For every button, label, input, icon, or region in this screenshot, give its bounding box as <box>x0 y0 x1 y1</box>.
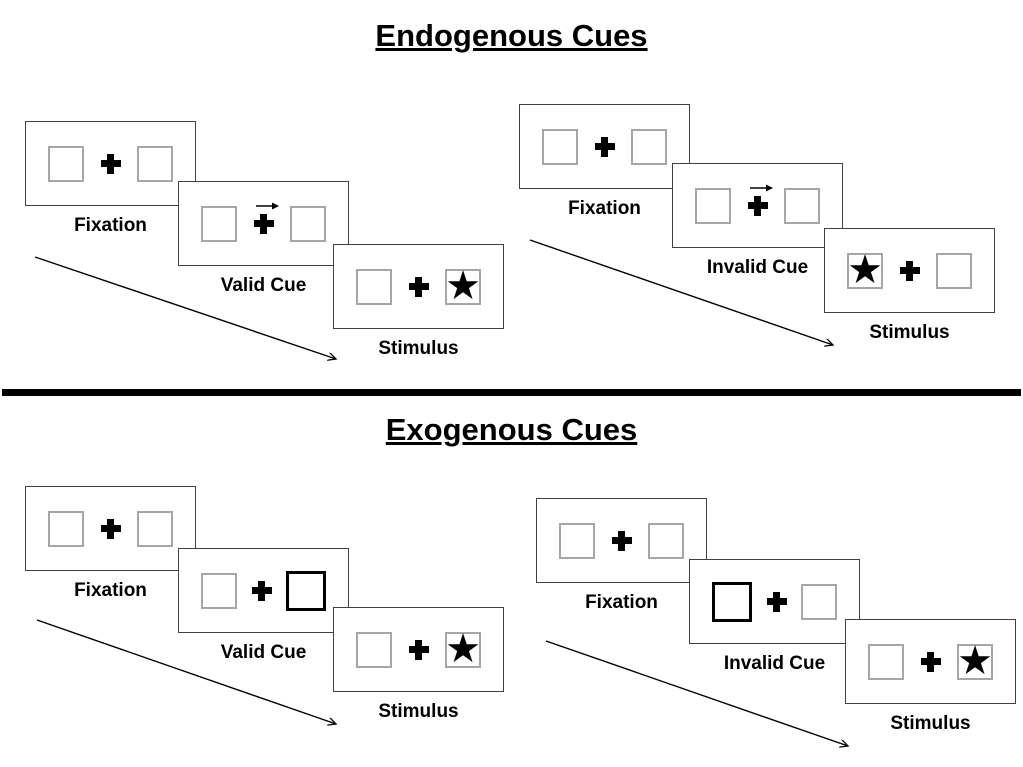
left-placeholder-box <box>868 643 904 680</box>
left-placeholder-box <box>542 128 578 165</box>
right-placeholder-box <box>137 145 173 182</box>
star-icon: ★ <box>957 637 993 684</box>
fixation-cross-icon <box>920 651 941 672</box>
panel-endogenous-invalid-cue <box>672 163 843 248</box>
right-placeholder-box <box>784 187 820 224</box>
fixation-cross-icon <box>899 260 920 281</box>
fixation-cross-bar <box>107 518 114 539</box>
right-placeholder-box <box>801 583 837 620</box>
fixation-cross-icon <box>747 184 773 216</box>
panel-label-exogenous-valid-cue: Valid Cue <box>220 642 307 663</box>
panel-exogenous-valid-stimulus: ★ <box>333 607 504 692</box>
cue-arrow-icon <box>749 184 773 191</box>
panel-label-exogenous-invalid-stimulus: Stimulus <box>890 713 971 734</box>
right-placeholder-box-cue <box>286 570 326 611</box>
panel-exogenous-invalid-stimulus: ★ <box>845 619 1016 704</box>
panel-exogenous-invalid-fixation <box>536 498 707 583</box>
right-placeholder-box: ★ <box>957 637 993 684</box>
fixation-cross-bar <box>906 260 913 281</box>
fixation-cross-bar <box>258 580 265 601</box>
panel-label-endogenous-valid-stimulus: Stimulus <box>378 338 459 359</box>
panel-endogenous-valid-fixation <box>25 121 196 206</box>
star-icon: ★ <box>847 246 883 293</box>
cue-arrow-icon <box>255 202 279 209</box>
left-placeholder-box <box>201 572 237 609</box>
panel-label-endogenous-invalid-fixation: Fixation <box>568 198 641 219</box>
fixation-cross-bar <box>927 651 934 672</box>
panel-exogenous-valid-cue <box>178 548 349 633</box>
right-placeholder-box: ★ <box>445 262 481 309</box>
left-placeholder-box <box>48 145 84 182</box>
fixation-cross-icon <box>100 153 121 174</box>
fixation-cross-bar <box>107 153 114 174</box>
timeline-arrow-exogenous-valid <box>36 619 336 724</box>
panel-label-endogenous-valid-cue: Valid Cue <box>220 275 307 296</box>
left-placeholder-box <box>48 510 84 547</box>
panel-endogenous-invalid-fixation <box>519 104 690 189</box>
section-title-exogenous: Exogenous Cues <box>385 412 638 447</box>
panel-endogenous-valid-cue <box>178 181 349 266</box>
section-divider <box>2 389 1021 396</box>
fixation-cross-icon <box>408 639 429 660</box>
panel-label-exogenous-invalid-cue: Invalid Cue <box>723 653 826 674</box>
panel-label-exogenous-valid-stimulus: Stimulus <box>378 701 459 722</box>
left-placeholder-box: ★ <box>847 246 883 293</box>
right-placeholder-box <box>648 522 684 559</box>
fixation-cross-bar <box>618 530 625 551</box>
fixation-cross-icon <box>594 136 615 157</box>
fixation-cross-icon <box>100 518 121 539</box>
right-placeholder-box <box>290 205 326 242</box>
panel-exogenous-invalid-cue <box>689 559 860 644</box>
fixation-cross-icon <box>251 580 272 601</box>
panel-exogenous-valid-fixation <box>25 486 196 571</box>
fixation-cross-icon <box>766 591 787 612</box>
right-placeholder-box <box>631 128 667 165</box>
panel-label-exogenous-invalid-fixation: Fixation <box>585 592 658 613</box>
right-placeholder-box: ★ <box>445 625 481 672</box>
panel-label-endogenous-invalid-stimulus: Stimulus <box>869 322 950 343</box>
fixation-cross-bar <box>415 276 422 297</box>
fixation-cross-bar <box>601 136 608 157</box>
panel-endogenous-valid-stimulus: ★ <box>333 244 504 329</box>
fixation-cross-icon <box>408 276 429 297</box>
timeline-arrow-endogenous-valid <box>34 256 336 359</box>
right-placeholder-box <box>137 510 173 547</box>
left-placeholder-box <box>201 205 237 242</box>
left-placeholder-box <box>695 187 731 224</box>
fixation-cross-bar <box>773 591 780 612</box>
panel-endogenous-invalid-stimulus: ★ <box>824 228 995 313</box>
left-placeholder-box <box>356 631 392 668</box>
panel-label-endogenous-valid-fixation: Fixation <box>74 215 147 236</box>
star-icon: ★ <box>445 262 481 309</box>
fixation-cross-bar <box>754 195 761 216</box>
left-placeholder-box-cue <box>712 581 752 622</box>
panel-label-endogenous-invalid-cue: Invalid Cue <box>706 257 809 278</box>
fixation-cross-icon <box>253 202 279 234</box>
section-title-endogenous: Endogenous Cues <box>375 18 648 53</box>
fixation-cross-icon <box>611 530 632 551</box>
fixation-cross-bar <box>415 639 422 660</box>
panel-label-exogenous-valid-fixation: Fixation <box>74 580 147 601</box>
right-placeholder-box <box>936 252 972 289</box>
left-placeholder-box <box>559 522 595 559</box>
star-icon: ★ <box>445 625 481 672</box>
timeline-arrow-endogenous-invalid <box>529 239 833 345</box>
fixation-cross-bar <box>260 213 267 234</box>
left-placeholder-box <box>356 268 392 305</box>
